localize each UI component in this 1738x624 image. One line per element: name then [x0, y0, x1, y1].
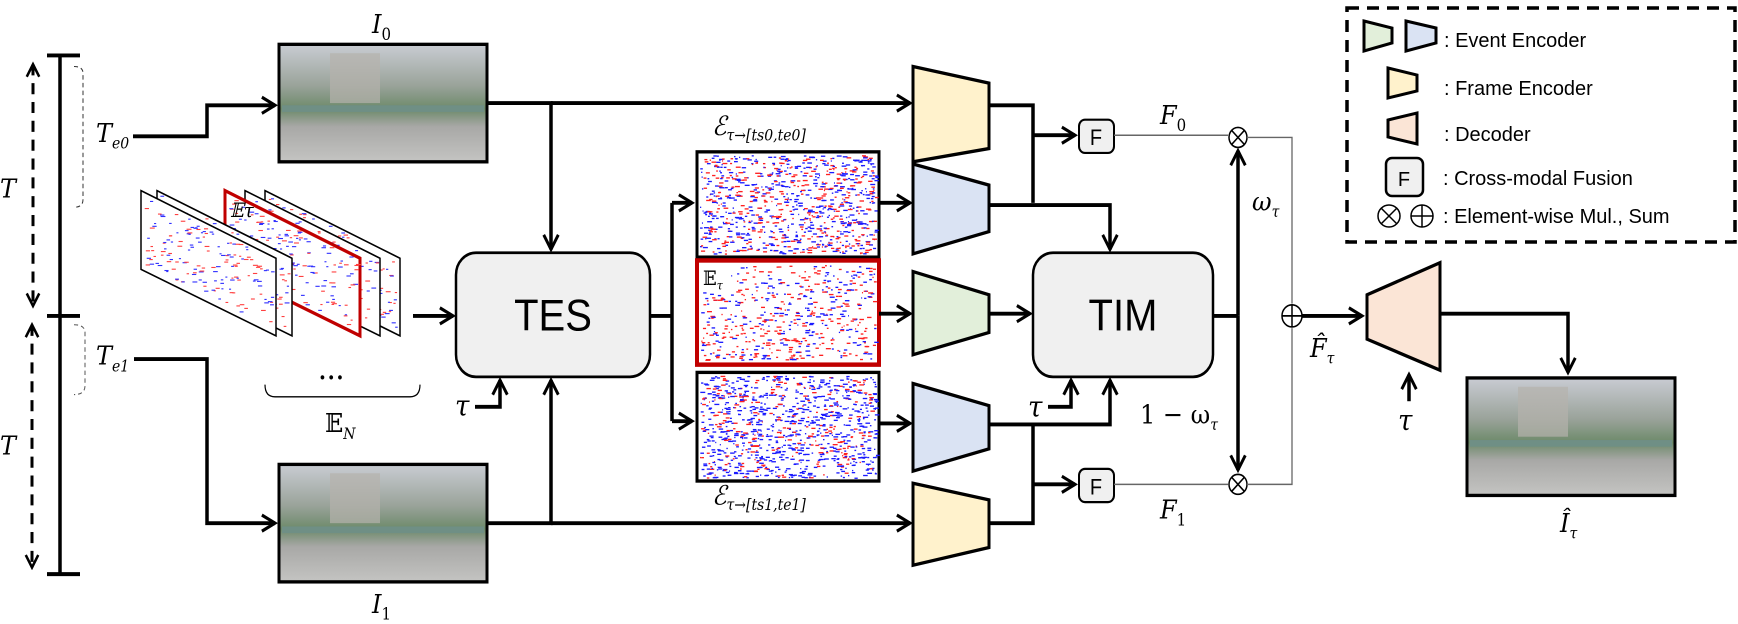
legend-fusion-icon — [1384, 156, 1425, 198]
legend-sum-icon — [1410, 204, 1434, 228]
event-encoder-mid — [911, 269, 991, 357]
timeline: T T Te0 Te1 — [0, 53, 275, 577]
frame-encoder-top — [911, 64, 991, 164]
label-T-bottom: T — [0, 429, 18, 461]
tau-input-decoder: τ — [1398, 405, 1413, 438]
label-F-hat: F̂τ — [1309, 332, 1335, 368]
legend-decoder-icon — [1386, 111, 1419, 146]
event-image-bottom — [695, 370, 881, 483]
label-Te0: Te0 — [96, 117, 129, 153]
label-T-top: T — [0, 172, 18, 204]
legend-decoder: : Decoder — [1444, 124, 1531, 146]
legend-ops: : Element-wise Mul., Sum — [1443, 206, 1670, 228]
output-frame — [1465, 376, 1677, 498]
label-I-hat: Îτ — [1559, 506, 1578, 543]
event-image-highlight: 𝔼τ — [695, 258, 881, 367]
label-I1: I1 — [371, 588, 391, 624]
fusion-block-bottom: F — [1078, 467, 1115, 504]
tau-input-tim: τ — [1028, 392, 1043, 425]
legend-event-encoder-green-icon — [1362, 19, 1394, 53]
stack-brace — [264, 384, 421, 398]
svg-text:F: F — [1398, 169, 1410, 191]
fusion-block-top: F — [1078, 118, 1115, 155]
label-E-tau-mid: 𝔼τ — [703, 267, 723, 292]
legend-fusion: : Cross-modal Fusion — [1443, 168, 1633, 190]
legend-event-encoder: : Event Encoder — [1444, 30, 1587, 52]
label-EN: 𝔼N — [325, 407, 357, 443]
legend-frame-encoder: : Frame Encoder — [1444, 78, 1593, 100]
event-image-top — [695, 150, 881, 259]
multiply-icon-top — [1228, 126, 1248, 149]
legend-multiply-icon — [1377, 204, 1401, 228]
label-F1: F1 — [1159, 494, 1186, 530]
tes-label: TES — [514, 290, 592, 339]
event-encoder-bottom — [911, 381, 991, 474]
tes-module: TES — [454, 251, 652, 379]
legend: : Event Encoder : Frame Encoder : Decode… — [1345, 6, 1737, 244]
event-encoder-top — [911, 161, 991, 256]
label-E-tau-stack: 𝔼τ — [230, 199, 254, 222]
legend-frame-encoder-icon — [1386, 66, 1419, 100]
sum-icon — [1281, 303, 1303, 328]
ellipsis: • • • — [320, 370, 342, 387]
label-Te1: Te1 — [96, 339, 129, 375]
svg-text:F: F — [1090, 475, 1102, 499]
event-stack: 𝔼τ — [140, 188, 401, 339]
legend-event-encoder-blue-icon — [1404, 19, 1438, 53]
tim-label: TIM — [1089, 290, 1158, 339]
tim-module: TIM — [1031, 251, 1215, 379]
decoder — [1365, 260, 1442, 373]
frame-I1: I1 — [277, 462, 489, 624]
frame-I0: I0 — [277, 8, 489, 164]
event-slice — [140, 189, 277, 338]
multiply-icon-bottom — [1228, 473, 1248, 496]
label-F0: F0 — [1159, 99, 1186, 135]
label-one-minus-omega: 1 − ωτ — [1140, 398, 1219, 434]
label-E-top: ℰτ→[ts0,te0] — [712, 110, 806, 145]
label-omega: ωτ — [1252, 185, 1280, 221]
label-E-bottom: ℰτ→[ts1,te1] — [712, 479, 806, 514]
svg-text:F: F — [1090, 126, 1102, 150]
label-I0: I0 — [371, 8, 391, 44]
frame-encoder-bottom — [911, 481, 991, 568]
tau-input-tes: τ — [455, 390, 470, 423]
